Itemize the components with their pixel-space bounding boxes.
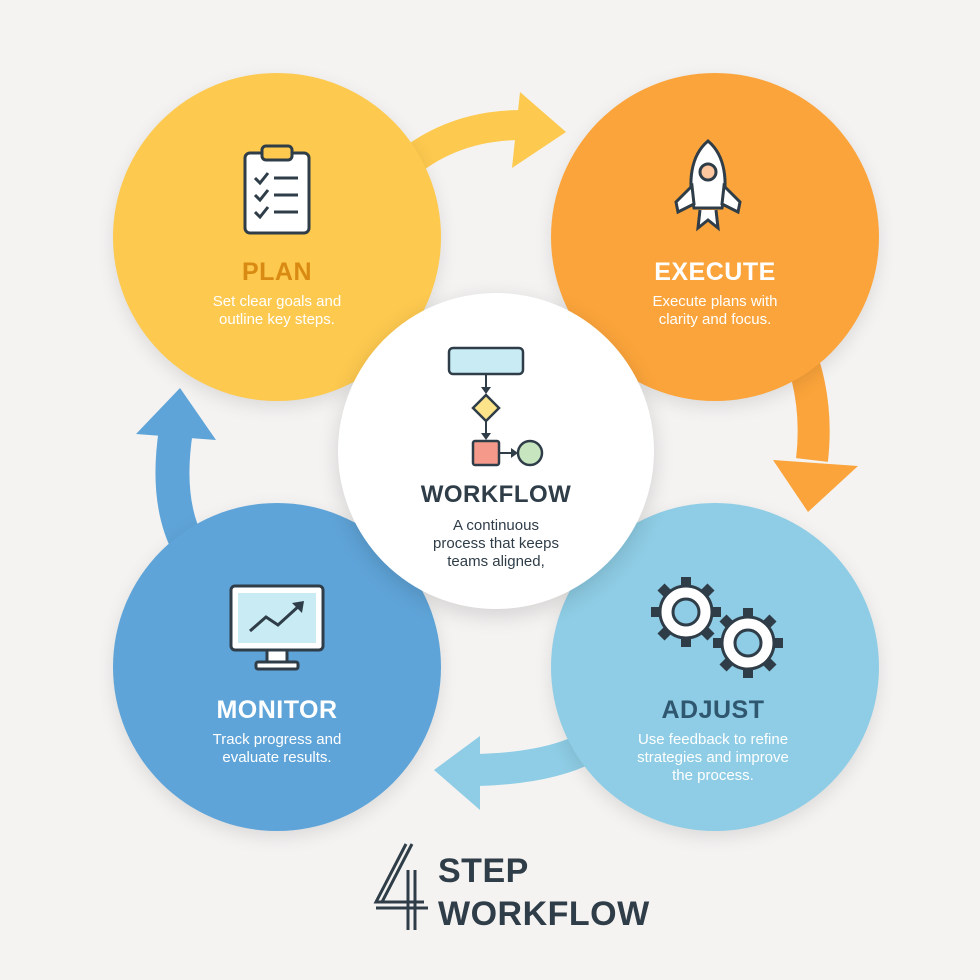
flowchart-icon [447, 346, 544, 467]
clipboard-checklist-icon [243, 144, 311, 235]
gears-icon [651, 577, 783, 678]
center-title: WORKFLOW [420, 481, 572, 508]
arrow-plan-to-execute [389, 92, 566, 182]
heading-line-2: WORKFLOW [438, 895, 650, 933]
monitor-chart-icon [229, 584, 325, 671]
heading-line-1: STEP [438, 852, 529, 890]
adjust-title: ADJUST [661, 696, 765, 724]
execute-description: Execute plans with clarity and focus. [652, 293, 778, 328]
monitor-description: Track progress and evaluate results. [212, 731, 342, 766]
center-description: A continuous process that keeps teams al… [433, 517, 559, 570]
monitor-title: MONITOR [216, 696, 338, 724]
adjust-description: Use feedback to refine strategies and im… [637, 731, 789, 784]
execute-title: EXECUTE [654, 258, 776, 286]
number-four-graphic [373, 843, 428, 930]
plan-title: PLAN [241, 258, 313, 286]
plan-description: Set clear goals and outline key steps. [212, 293, 342, 328]
rocket-icon [674, 139, 742, 232]
